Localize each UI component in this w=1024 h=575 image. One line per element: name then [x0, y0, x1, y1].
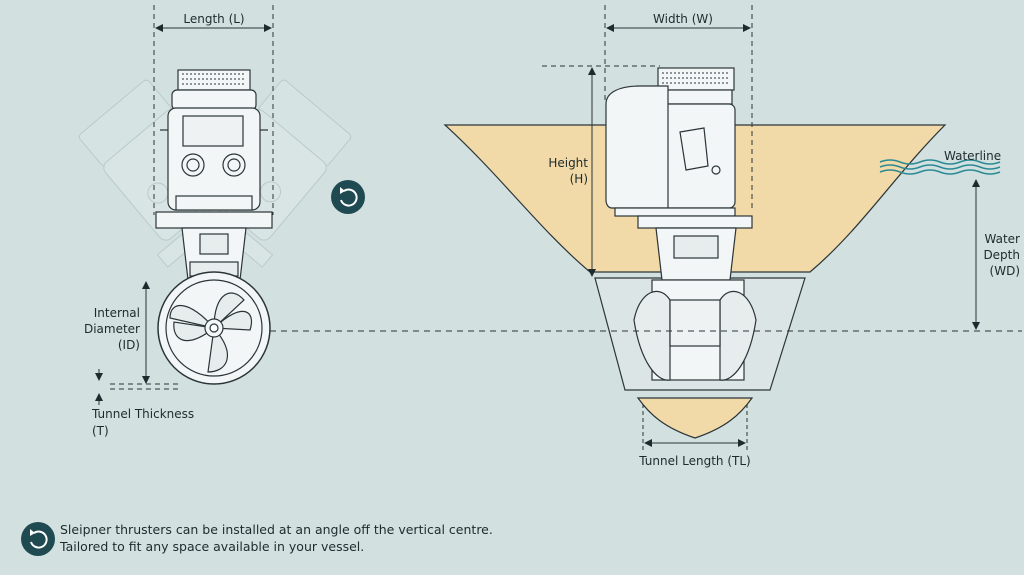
width-label: Width (W)	[653, 12, 713, 26]
height-label: Height	[548, 156, 588, 170]
height-abbr-label: (H)	[569, 172, 588, 186]
length-label: Length (L)	[183, 12, 245, 26]
caption: Sleipner thrusters can be installed at a…	[60, 521, 493, 555]
tunnel-thickness-label: Tunnel Thickness	[92, 407, 195, 421]
water-depth-label: Water	[984, 232, 1020, 246]
caption-line-2: Tailored to fit any space available in y…	[60, 539, 365, 554]
waterline-label: Waterline	[944, 149, 1002, 163]
tunnel-length-label: Tunnel Length (TL)	[639, 454, 751, 468]
water-depth-abbr-label: (WD)	[989, 264, 1020, 278]
internal-diameter-label: Diameter	[83, 322, 140, 336]
waterline-waves	[879, 159, 1001, 175]
thruster-side-view	[605, 67, 757, 381]
internal-diameter-abbr-label: (ID)	[117, 338, 140, 352]
rotate-icon	[331, 180, 365, 214]
rotate-icon	[21, 522, 55, 556]
internal-diameter-label: Internal	[93, 306, 140, 320]
caption-line-1: Sleipner thrusters can be installed at a…	[60, 522, 493, 537]
water-depth-label: Depth	[983, 248, 1020, 262]
tunnel-thickness-abbr-label: (T)	[92, 424, 109, 438]
thruster-front-view	[155, 69, 273, 385]
